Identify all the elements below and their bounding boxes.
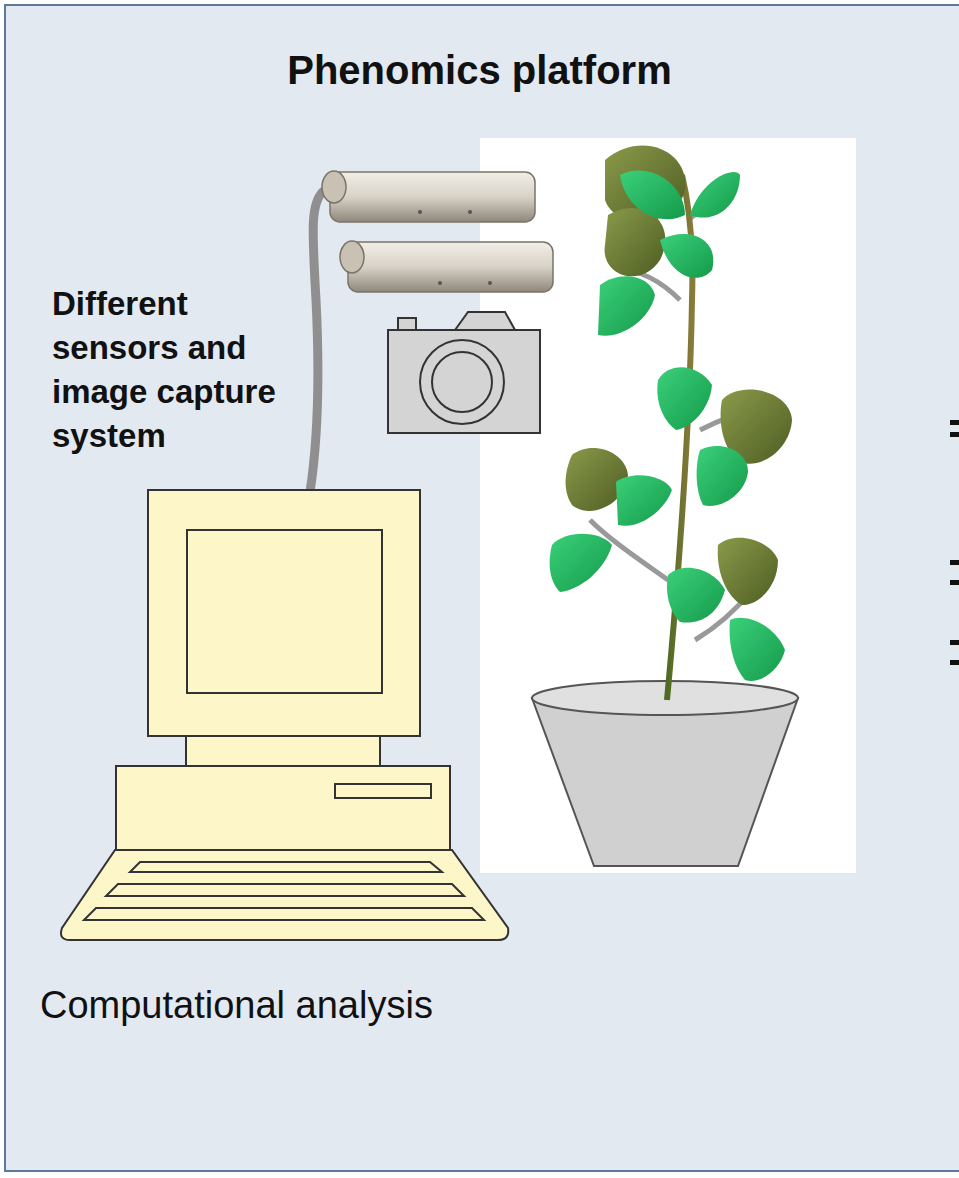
title: Phenomics platform — [0, 48, 959, 93]
sensor-label: Different sensors and image capture syst… — [52, 282, 314, 458]
analysis-label: Computational analysis — [40, 982, 660, 1028]
